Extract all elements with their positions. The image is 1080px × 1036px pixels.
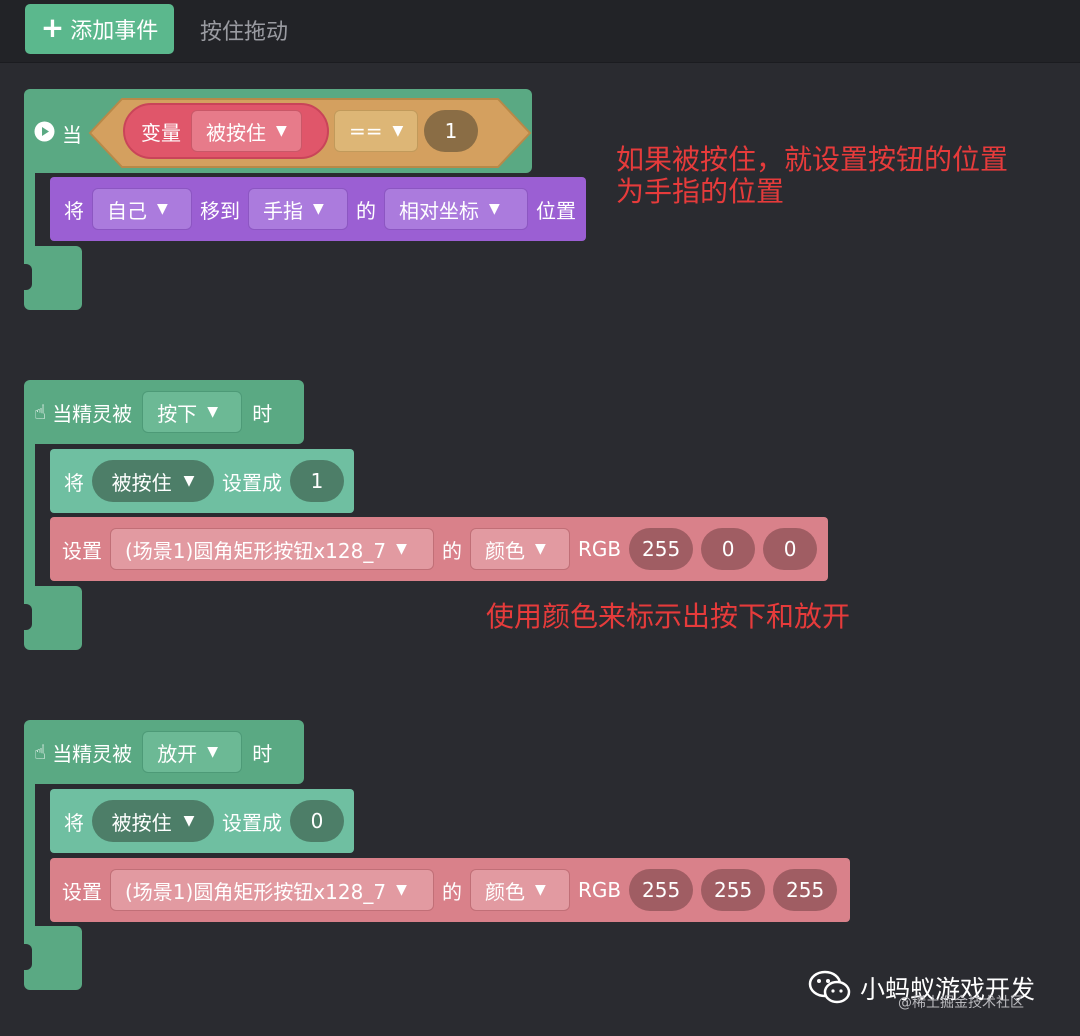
add-event-button[interactable]: + 添加事件 <box>25 4 174 54</box>
annotation-line-1: 如果被按住，就设置按钮的位置 <box>616 143 1009 176</box>
pointer-hand-icon: ☝ <box>34 400 47 424</box>
sprite-pressed-hat-block[interactable]: ☝ 当精灵被 按下 ▼ 时 <box>24 380 304 444</box>
sprite-dropdown[interactable]: (场景1)圆角矩形按钮x128_7 ▼ <box>110 528 434 570</box>
variable-label: 变量 <box>141 120 181 145</box>
c-block-foot <box>24 246 82 310</box>
chevron-down-icon: ▼ <box>183 813 195 829</box>
toolbar: + 添加事件 按住拖动 <box>0 0 1080 62</box>
target-dropdown[interactable]: 自己 ▼ <box>92 188 192 230</box>
chevron-down-icon: ▼ <box>489 201 500 217</box>
chevron-down-icon: ▼ <box>535 882 546 898</box>
chevron-down-icon: ▼ <box>396 882 407 898</box>
finger-value: 手指 <box>263 198 303 223</box>
c-block-foot <box>24 926 82 990</box>
chevron-down-icon: ▼ <box>207 404 218 420</box>
watermark-sub: @稀土掘金技术社区 <box>898 995 1024 1011</box>
chevron-down-icon: ▼ <box>157 201 168 217</box>
property-value: 颜色 <box>485 538 525 563</box>
chevron-down-icon: ▼ <box>396 541 407 557</box>
red-input[interactable]: 255 <box>629 528 694 570</box>
set-label: 设置 <box>62 879 102 904</box>
variable-dropdown[interactable]: 被按住 ▼ <box>92 800 214 842</box>
watermark: 小蚂蚁游戏开发 @稀土掘金技术社区 <box>808 970 1036 1011</box>
chevron-down-icon: ▼ <box>535 541 546 557</box>
set-to-label: 设置成 <box>222 810 282 835</box>
set-prefix: 将 <box>64 810 84 835</box>
annotation-color: 使用颜色来标示出按下和放开 <box>486 600 851 633</box>
rgb-label: RGB <box>578 878 622 902</box>
finger-dropdown[interactable]: 手指 ▼ <box>248 188 348 230</box>
play-icon <box>34 121 55 142</box>
set-label: 设置 <box>62 538 102 563</box>
rgb-label: RGB <box>578 537 622 561</box>
plus-icon: + <box>40 11 65 44</box>
compare-value-input[interactable]: 1 <box>424 110 478 152</box>
green-input[interactable]: 255 <box>701 869 766 911</box>
red-input[interactable]: 255 <box>629 869 694 911</box>
set-color-block[interactable]: 设置 (场景1)圆角矩形按钮x128_7 ▼ 的 颜色 ▼ RGB 255 0 … <box>50 517 828 581</box>
drag-handle-tab[interactable]: 按住拖动 <box>200 20 289 45</box>
c-block-spine <box>24 172 35 248</box>
add-event-label: 添加事件 <box>70 19 159 44</box>
when-hat-block[interactable]: 当 变量 被按住 ▼ == ▼ 1 <box>24 89 532 173</box>
set-variable-block[interactable]: 将 被按住 ▼ 设置成 0 <box>50 789 354 853</box>
operator-value: == <box>349 119 383 143</box>
annotation-move: 如果被按住，就设置按钮的位置 为手指的位置 <box>616 144 1008 208</box>
target-value: 自己 <box>107 198 147 223</box>
variable-value: 被按住 <box>206 120 266 145</box>
variable-reporter[interactable]: 变量 被按住 ▼ <box>123 103 329 159</box>
chevron-down-icon: ▼ <box>207 744 218 760</box>
chevron-down-icon: ▼ <box>392 123 404 139</box>
trigger-value: 放开 <box>157 741 198 766</box>
value-input[interactable]: 0 <box>290 800 344 842</box>
property-dropdown[interactable]: 颜色 ▼ <box>470 528 570 570</box>
trigger-dropdown[interactable]: 放开 ▼ <box>142 731 243 773</box>
c-block-spine <box>24 443 35 589</box>
annotation-line-2: 为手指的位置 <box>616 175 785 208</box>
trigger-dropdown[interactable]: 按下 ▼ <box>142 391 243 433</box>
c-block-spine <box>24 783 35 929</box>
chevron-down-icon: ▼ <box>313 201 324 217</box>
chevron-down-icon: ▼ <box>183 473 195 489</box>
c-block-foot <box>24 586 82 650</box>
pointer-hand-icon: ☝ <box>34 740 47 764</box>
watermark-title: 小蚂蚁游戏开发 <box>860 975 1036 1004</box>
blue-input[interactable]: 0 <box>763 528 818 570</box>
coord-value: 相对坐标 <box>399 198 479 223</box>
set-prefix: 将 <box>64 470 84 495</box>
operator-dropdown[interactable]: == ▼ <box>334 110 418 152</box>
chevron-down-icon: ▼ <box>276 123 287 139</box>
of-label: 的 <box>356 198 376 223</box>
sprite-value: (场景1)圆角矩形按钮x128_7 <box>125 879 387 904</box>
sprite-dropdown[interactable]: (场景1)圆角矩形按钮x128_7 ▼ <box>110 869 434 911</box>
variable-dropdown[interactable]: 被按住 ▼ <box>191 110 302 152</box>
set-color-block[interactable]: 设置 (场景1)圆角矩形按钮x128_7 ▼ 的 颜色 ▼ RGB 255 25… <box>50 858 850 922</box>
coord-dropdown[interactable]: 相对坐标 ▼ <box>384 188 528 230</box>
hat-label: 当精灵被 <box>52 401 133 426</box>
set-to-label: 设置成 <box>222 470 282 495</box>
wechat-icon <box>808 970 851 1004</box>
when-label: 当 <box>62 123 82 147</box>
move-prefix: 将 <box>64 198 84 223</box>
value-input[interactable]: 1 <box>290 460 344 502</box>
green-input[interactable]: 0 <box>701 528 756 570</box>
property-dropdown[interactable]: 颜色 ▼ <box>470 869 570 911</box>
move-suffix: 位置 <box>536 198 576 223</box>
property-value: 颜色 <box>485 879 525 904</box>
move-to-block[interactable]: 将 自己 ▼ 移到 手指 ▼ 的 相对坐标 ▼ 位置 <box>50 177 586 241</box>
variable-value: 被按住 <box>111 470 172 495</box>
of-label: 的 <box>442 538 462 563</box>
when-suffix: 时 <box>252 401 273 426</box>
sprite-released-hat-block[interactable]: ☝ 当精灵被 放开 ▼ 时 <box>24 720 304 784</box>
trigger-value: 按下 <box>157 401 198 426</box>
set-variable-block[interactable]: 将 被按住 ▼ 设置成 1 <box>50 449 354 513</box>
of-label: 的 <box>442 879 462 904</box>
sprite-value: (场景1)圆角矩形按钮x128_7 <box>125 538 387 563</box>
variable-dropdown[interactable]: 被按住 ▼ <box>92 460 214 502</box>
variable-value: 被按住 <box>111 810 172 835</box>
when-suffix: 时 <box>252 741 273 766</box>
blue-input[interactable]: 255 <box>773 869 838 911</box>
move-verb: 移到 <box>200 198 240 223</box>
hat-label: 当精灵被 <box>52 741 133 766</box>
